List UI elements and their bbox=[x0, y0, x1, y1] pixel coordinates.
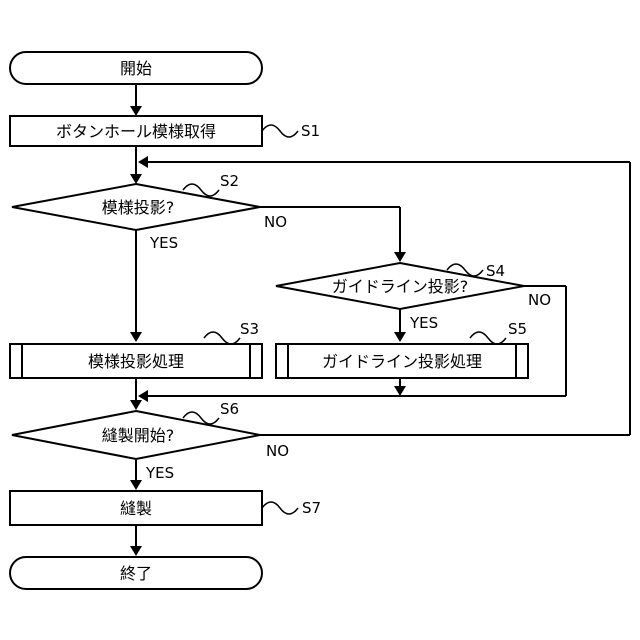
process-s7: 縫製 bbox=[10, 491, 262, 525]
s7-leader bbox=[262, 502, 298, 514]
s3-step-label: S3 bbox=[240, 320, 259, 338]
start-terminator: 開始 bbox=[10, 52, 262, 84]
decision-s6: 縫製開始? bbox=[12, 411, 260, 459]
s2-no-label: NO bbox=[264, 213, 287, 231]
s5-step-label: S5 bbox=[508, 320, 527, 338]
s7-step-label: S7 bbox=[302, 499, 321, 517]
process-s1: ボタンホール模様取得 bbox=[10, 116, 262, 146]
s6-yes-label: YES bbox=[145, 464, 174, 482]
s4-no-label: NO bbox=[528, 291, 551, 309]
s1-step-label: S1 bbox=[301, 122, 320, 140]
predefined-process-s3: 模様投影処理 bbox=[10, 344, 262, 378]
end-terminator: 終了 bbox=[10, 557, 262, 589]
start-label: 開始 bbox=[120, 59, 152, 78]
s6-no-label: NO bbox=[266, 442, 289, 460]
s3-label: 模様投影処理 bbox=[88, 352, 184, 371]
s1-leader bbox=[262, 125, 298, 137]
predefined-process-s5: ガイドライン投影処理 bbox=[276, 344, 528, 378]
connectors bbox=[130, 84, 630, 556]
s3-leader bbox=[204, 332, 240, 344]
s4-yes-label: YES bbox=[409, 314, 438, 332]
s4-label: ガイドライン投影? bbox=[332, 277, 469, 296]
end-label: 終了 bbox=[120, 564, 152, 583]
s6-step-label: S6 bbox=[220, 400, 239, 418]
s2-step-label: S2 bbox=[220, 172, 239, 190]
s4-step-label: S4 bbox=[486, 262, 505, 280]
s7-label: 縫製 bbox=[120, 499, 152, 518]
s6-label: 縫製開始? bbox=[102, 426, 175, 445]
s2-yes-label: YES bbox=[149, 234, 178, 252]
s1-label: ボタンホール模様取得 bbox=[56, 122, 216, 141]
s2-label: 模様投影? bbox=[102, 198, 175, 217]
s5-label: ガイドライン投影処理 bbox=[322, 352, 482, 371]
s5-leader bbox=[470, 332, 506, 344]
decision-s2: 模様投影? bbox=[12, 184, 260, 230]
